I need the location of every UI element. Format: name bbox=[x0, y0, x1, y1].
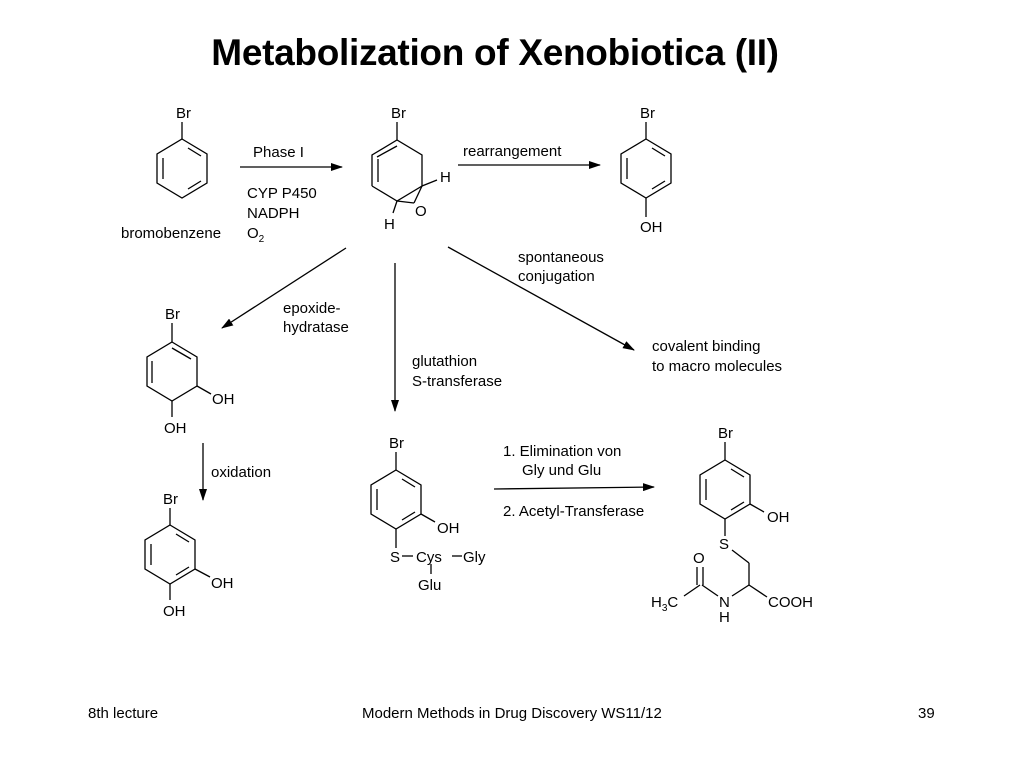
epoxide-structure bbox=[371, 122, 438, 214]
atom-h-amide: H bbox=[719, 609, 730, 626]
slide-title: Metabolization of Xenobiotica (II) bbox=[211, 32, 779, 73]
dihydrodiol-structure bbox=[146, 323, 212, 417]
label-acetyl: 2. Acetyl-Transferase bbox=[503, 503, 644, 520]
atom-oh-6: OH bbox=[437, 520, 460, 537]
atom-oh-1: OH bbox=[640, 219, 663, 236]
atom-o-epoxide: O bbox=[415, 203, 427, 220]
footer-page-number: 39 bbox=[918, 705, 935, 722]
label-elim1: 1. Elimination von bbox=[503, 443, 621, 460]
label-elim2: Gly und Glu bbox=[522, 462, 601, 479]
atom-br-3: Br bbox=[640, 105, 655, 122]
atom-oh-4: OH bbox=[211, 575, 234, 592]
bromobenzene-structure bbox=[156, 122, 208, 199]
label-glutathion: glutathion bbox=[412, 353, 477, 370]
atom-o-carbonyl: O bbox=[693, 550, 705, 567]
label-bromobenzene: bromobenzene bbox=[121, 225, 221, 242]
atom-oh-7: OH bbox=[767, 509, 790, 526]
label-conjugation: conjugation bbox=[518, 268, 595, 285]
atom-br-6: Br bbox=[389, 435, 404, 452]
label-hydratase: hydratase bbox=[283, 319, 349, 336]
bromophenol-structure bbox=[620, 122, 672, 217]
atom-glu: Glu bbox=[418, 577, 441, 594]
label-o2: O2 bbox=[247, 225, 265, 245]
atom-br-1: Br bbox=[176, 105, 191, 122]
atom-oh-5: OH bbox=[163, 603, 186, 620]
reaction-labels: bromobenzene Phase I CYP P450 NADPH O2 r… bbox=[121, 143, 782, 520]
label-oxidation: oxidation bbox=[211, 464, 271, 481]
atom-s-1: S bbox=[390, 549, 400, 566]
atom-cys: Cys bbox=[416, 549, 442, 566]
elimination-arrow bbox=[493, 483, 655, 492]
label-cyp: CYP P450 bbox=[247, 185, 317, 202]
conjugation-arrow bbox=[447, 246, 635, 351]
atom-br-2: Br bbox=[391, 105, 406, 122]
atom-br-4: Br bbox=[165, 306, 180, 323]
epoxide-hydratase-arrow bbox=[221, 247, 347, 329]
footer-lecture: 8th lecture bbox=[88, 705, 159, 722]
atom-cooh: COOH bbox=[768, 594, 813, 611]
label-nadph: NADPH bbox=[247, 205, 300, 222]
atom-n: N bbox=[719, 594, 730, 611]
label-macro: to macro molecules bbox=[652, 358, 782, 375]
atom-s-2: S bbox=[719, 536, 729, 553]
atom-h-2: H bbox=[384, 216, 395, 233]
footer-course: Modern Methods in Drug Discovery WS11/12 bbox=[362, 705, 662, 722]
mercapturic-acid-structure bbox=[683, 442, 768, 598]
label-epoxide: epoxide- bbox=[283, 300, 341, 317]
atom-oh-2: OH bbox=[212, 391, 235, 408]
atom-gly: Gly bbox=[463, 549, 486, 566]
atom-br-7: Br bbox=[718, 425, 733, 442]
label-rearrangement: rearrangement bbox=[463, 143, 562, 160]
atom-oh-3: OH bbox=[164, 420, 187, 437]
atom-h-1: H bbox=[440, 169, 451, 186]
bromocatechol-structure bbox=[144, 508, 211, 600]
label-phase1: Phase I bbox=[253, 144, 304, 161]
atom-labels: Br Br H O H Br OH Br OH OH Br OH OH Br O… bbox=[163, 105, 813, 626]
glutathione-conjugate-structure bbox=[370, 452, 462, 574]
label-stransferase: S-transferase bbox=[412, 373, 502, 390]
label-covalent: covalent binding bbox=[652, 338, 760, 355]
label-spontaneous: spontaneous bbox=[518, 249, 604, 266]
atom-br-5: Br bbox=[163, 491, 178, 508]
atom-h3c: H3C bbox=[651, 594, 678, 614]
